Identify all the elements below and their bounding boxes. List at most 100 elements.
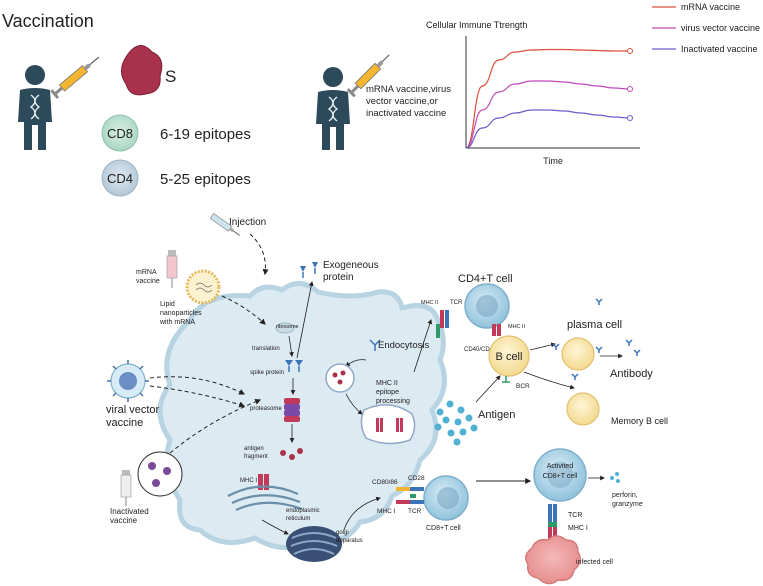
golgi-apparatus-icon (286, 526, 342, 562)
person-icon (18, 65, 52, 150)
viral-vector-arrow-1 (149, 376, 246, 395)
injection-arrow (249, 233, 269, 276)
cd80-label: CD80/86 (372, 479, 398, 486)
tcr-label-a: TCR (450, 300, 463, 306)
inactivated-label-1: Inactivated (110, 507, 149, 516)
perforin-label-2: granzyme (612, 501, 643, 508)
chart-x-label: Time (543, 156, 563, 166)
mrna-vaccine-label-2: vaccine (136, 278, 160, 285)
endoplasmic-reticulum-icon (227, 485, 303, 511)
golgi-label-2: apparatus (336, 538, 363, 544)
antibody-icon (552, 298, 641, 380)
antigen-label: Antigen (478, 409, 515, 421)
inactivated-virus-icon (137, 451, 183, 497)
activated-label-2: CD8+T cell (543, 473, 578, 480)
injection-syringe-icon (209, 213, 241, 236)
endosome-icon (325, 363, 355, 393)
page-title: Vaccination (2, 11, 94, 31)
chart-legend-label-0: mRNA vaccine (681, 2, 740, 12)
chart-series-line-2 (465, 109, 631, 149)
cd28-label: CD28 (408, 475, 425, 482)
antigen-arrow (475, 375, 501, 403)
mhc2-processing-vesicle-icon (360, 404, 416, 445)
person-icon (316, 67, 350, 150)
mhc2-processing-label-2: epitope (376, 389, 399, 396)
exogeneous-arrow (296, 281, 314, 359)
mhc2-label-a: MHC II (421, 300, 439, 306)
spike-protein-blob (121, 45, 163, 96)
injection-label: Injection (229, 217, 266, 228)
bcell-to-memory-arrow (523, 371, 575, 390)
cd8-label: CD8 (107, 126, 133, 141)
spike-protein-icon (285, 360, 303, 372)
b-cell (488, 335, 530, 377)
translation-label: translation (252, 346, 280, 352)
viral-vector-icon (107, 360, 149, 402)
infected-cell-label: infected cell (576, 559, 613, 566)
antibody-label: Antibody (610, 368, 653, 380)
cd8-synapse-icon (396, 487, 424, 504)
mhc2-processing-label-3: processing (376, 398, 410, 405)
antigen-fragment-label-1: antigen (244, 446, 264, 452)
chart-title: Cellular Immune Ttrength (426, 20, 527, 30)
mrna-vaccine-vial-icon (166, 250, 178, 288)
er-arrow (261, 519, 289, 535)
cd4t-cell-label: CD4+T cell (458, 273, 513, 285)
exogeneous-protein-icon (300, 262, 318, 278)
chart-series-line-0 (465, 48, 630, 149)
perforin-label-1: perforin, (612, 492, 638, 499)
tcr-label-c: TCR (568, 512, 582, 519)
viral-vector-arrow-2 (149, 385, 246, 408)
mhc1-label-b: MHC I (377, 508, 396, 515)
lipid-label-1: Lipid (160, 301, 175, 308)
activated-label-1: Activited (547, 463, 574, 470)
translation-arrow (288, 335, 294, 357)
cd40-label: CD40/CD40L (464, 347, 500, 353)
bcell-to-plasma-arrow (529, 342, 556, 351)
viral-vector-label-1: viral vector (106, 404, 160, 416)
mhc2-label-b: MHC II (508, 324, 526, 330)
endosome-arrow (345, 393, 363, 415)
endocytosis-antibody-icon (369, 339, 381, 351)
golgi-label-1: golgi (336, 530, 349, 536)
mhc1-label: MHC I (240, 478, 257, 484)
antigen-fragment-label-2: fragment (244, 454, 268, 460)
infected-cell (525, 535, 581, 585)
golgi-to-surface-arrow (343, 496, 381, 531)
vaccine-caption-line3: inactivated vaccine (366, 108, 446, 119)
proteasome-icon (284, 398, 300, 422)
ribosome-icon (275, 322, 295, 334)
tcr-mhc2-complex-icon (436, 310, 501, 338)
bcr-icon (502, 376, 510, 383)
lipid-nanoparticle-icon (185, 269, 221, 305)
b-cell-label: B cell (496, 351, 523, 363)
antigen-fragment-icon (280, 448, 303, 460)
perforin-granules-icon (610, 472, 620, 483)
chart-series-endpoint-0 (627, 48, 633, 54)
antigen-particles-icon (434, 400, 478, 446)
plasma-cell-label: plasma cell (567, 319, 622, 331)
syringe-icon (50, 56, 100, 99)
tcr-mhc1-complex-icon (548, 504, 557, 541)
activated-cd8t-cell (533, 448, 587, 502)
endocytosis-label: Endocytosis (378, 340, 429, 351)
plasma-cell (561, 337, 595, 371)
mhc2-to-surface-arrow (413, 319, 433, 373)
spike-protein-label: spike protein (250, 370, 284, 376)
mhc2-processing-label-1: MHC II (376, 380, 398, 387)
syringe-icon (346, 54, 390, 98)
mhc1-label-c: MHC I (568, 525, 588, 532)
er-label-1: endoplasmic (286, 508, 320, 514)
mhc1-molecule-icon (258, 474, 269, 490)
chart-series-endpoint-2 (627, 115, 633, 121)
immune-strength-chart: Cellular Immune Ttrength Time mRNA vacci… (426, 2, 760, 166)
cd8t-cell-label: CD8+T cell (426, 525, 461, 532)
exogeneous-label-2: protein (323, 272, 354, 283)
exogeneous-label-1: Exogeneous (323, 260, 379, 271)
vaccine-caption-line2: vector vaccine,or (366, 96, 438, 107)
tcr-label-b: TCR (408, 508, 422, 515)
endocytosis-arrow (345, 359, 367, 367)
